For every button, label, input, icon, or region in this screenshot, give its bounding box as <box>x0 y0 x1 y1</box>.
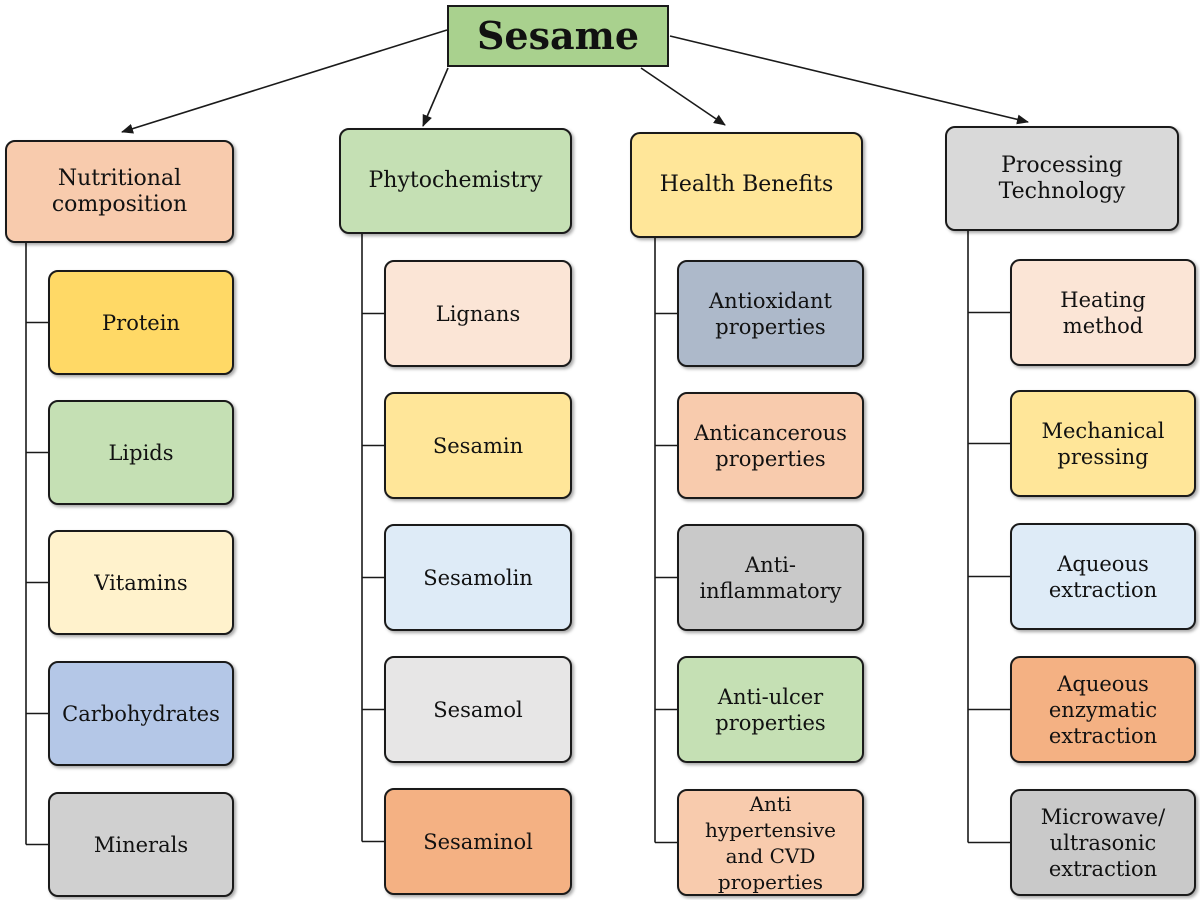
item-heating-method: Heating method <box>1010 259 1196 366</box>
item-sesaminol: Sesaminol <box>384 788 572 895</box>
item-aqueous-enzymatic-extraction: Aqueous enzymatic extraction <box>1010 656 1196 763</box>
arrow-to-category-3 <box>640 67 726 126</box>
item-lipids: Lipids <box>48 400 234 505</box>
item-anticancerous-properties: Anticancerous properties <box>677 392 864 499</box>
item-antioxidant-properties: Antioxidant properties <box>677 260 864 367</box>
item-protein: Protein <box>48 270 234 375</box>
item-lignans: Lignans <box>384 260 572 367</box>
arrow-to-category-4 <box>669 35 1029 125</box>
item-carbohydrates: Carbohydrates <box>48 661 234 766</box>
item-sesamolin: Sesamolin <box>384 524 572 631</box>
category-processing-technology: Processing Technology <box>945 126 1179 231</box>
item-sesamin: Sesamin <box>384 392 572 499</box>
item-microwave-ultrasonic-extraction: Microwave/ ultrasonic extraction <box>1010 789 1196 896</box>
root-node-sesame: Sesame <box>447 5 669 67</box>
item-sesamol: Sesamol <box>384 656 572 763</box>
item-aqueous-extraction: Aqueous extraction <box>1010 523 1196 630</box>
category-nutritional-composition: Nutritional composition <box>5 140 234 243</box>
arrow-to-category-1 <box>121 29 448 134</box>
category-health-benefits: Health Benefits <box>630 132 863 238</box>
item-minerals: Minerals <box>48 792 234 897</box>
item-anti-ulcer-properties: Anti-ulcer properties <box>677 656 864 763</box>
item-mechanical-pressing: Mechanical pressing <box>1010 390 1196 497</box>
category-phytochemistry: Phytochemistry <box>339 128 572 234</box>
item-anti-inflammatory: Anti- inflammatory <box>677 524 864 631</box>
item-anti-hypertensive-cvd: Anti hypertensive and CVD properties <box>677 789 864 896</box>
item-vitamins: Vitamins <box>48 530 234 635</box>
arrow-to-category-2 <box>422 67 449 127</box>
